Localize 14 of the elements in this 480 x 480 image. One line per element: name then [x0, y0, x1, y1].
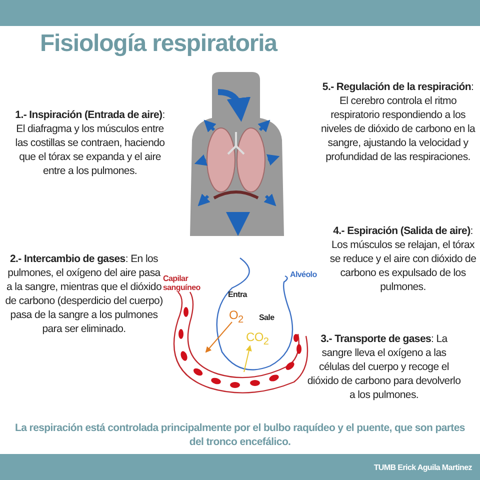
oxygen-label: O$_{2}$ — [229, 308, 244, 328]
capillary-label: Capilar sanguíneo — [163, 274, 202, 292]
step-description: 2.- Intercambio de gases: En los pulmones, el oxígeno del aire pasa a la sangre, mientras que el dióxido de carbono (desperdicio del cuerpo) pasa de la sangre a los pulmones para ser eliminado. — [4, 252, 163, 336]
step-description: 3.- Transporte de gases: La sangre lleva el oxígeno a las células del cuerpo y recoge el dióxido de carbono para devolverlo a los pulmones. — [306, 332, 462, 402]
step-description: 5.- Regulación de la respiración: El cerebro controla el ritmo respiratorio respondiendo a los niveles de dióxido de carbono en la sangre, ajustando la velocidad y profundidad de las respiraciones. — [320, 80, 476, 164]
gas-label: Entra — [228, 289, 247, 301]
alveolus-label: Alvéolo — [290, 269, 317, 281]
gas-label: Sale — [259, 312, 274, 324]
author-credit: TUMB Erick Aguila Martinez — [372, 462, 472, 474]
page-title: Fisiología respiratoria — [40, 30, 277, 58]
step-description: 4.- Espiración (Salida de aire): Los músculos se relajan, el tórax se reduce y el aire con dióxido de carbono es expulsado de los pulmones. — [328, 224, 478, 294]
footnote-text: La respiración está controlada principalmente por el bulbo raquídeo y el puente, que son partes del tronco encefálico. — [14, 421, 466, 449]
carbon-dioxide-label: CO$_{2}$ — [246, 330, 269, 350]
step-description: 1.- Inspiración (Entrada de aire): El diafragma y los músculos entre las costillas se contraen, haciendo que el tórax se expanda y el aire entre a los pulmones. — [14, 108, 166, 178]
